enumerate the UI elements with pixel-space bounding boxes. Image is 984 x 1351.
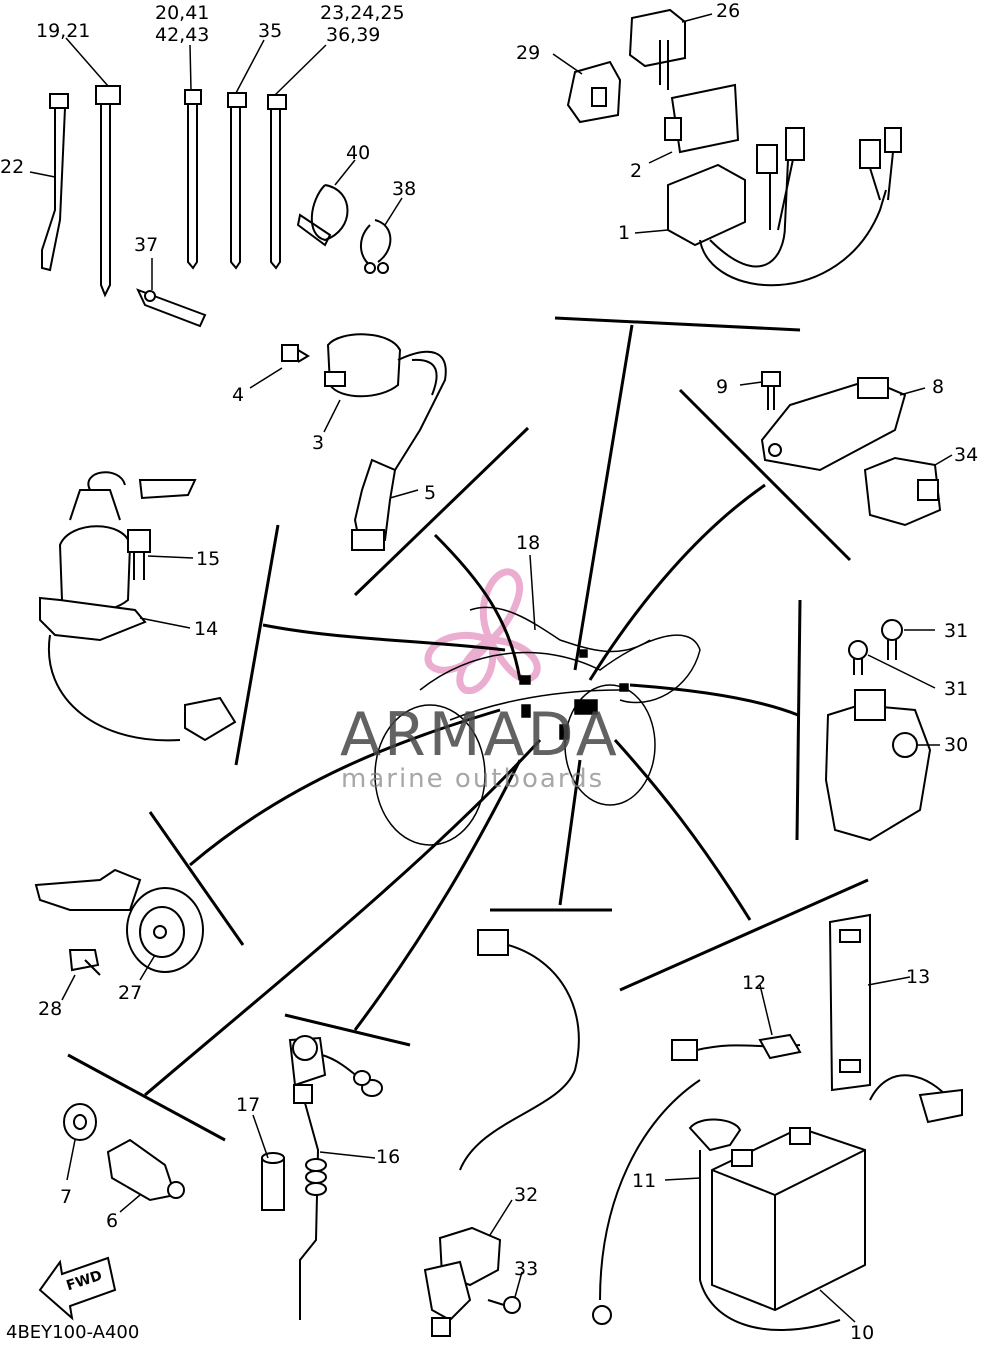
- motorcycle-silhouette: [374, 606, 701, 846]
- band-13-icon: [828, 913, 871, 1092]
- diagram-code: 4BEY100-A400: [6, 1322, 140, 1343]
- lead-wire-icon: [592, 1079, 701, 1325]
- label-9: 9: [716, 376, 729, 398]
- coupler-2-icon: [664, 83, 740, 154]
- clamp-38-icon: [360, 219, 392, 274]
- label-22: 22: [0, 156, 25, 178]
- label-23-24-25: 23,24,25: [320, 2, 405, 24]
- screw-15-icon: [127, 529, 151, 580]
- label-29: 29: [516, 42, 541, 64]
- cable-tie-35-icon: [227, 92, 247, 270]
- label-30: 30: [944, 734, 969, 756]
- label-4: 4: [232, 384, 245, 406]
- switch-16-icon: [288, 1035, 383, 1320]
- watermark-title: ARMADA: [340, 700, 620, 770]
- label-13: 13: [906, 966, 931, 988]
- battery-lead-12-icon: [671, 1033, 802, 1061]
- negative-lead-11-icon: [688, 1118, 841, 1331]
- label-35: 35: [258, 20, 283, 42]
- label-27: 27: [118, 982, 143, 1004]
- label-1: 1: [618, 222, 631, 244]
- washer-7-icon: [63, 1103, 97, 1141]
- watermark-subtitle: marine outboards: [341, 764, 605, 794]
- bolt-28-icon: [68, 949, 101, 976]
- plug-cap-5-icon: [351, 458, 397, 551]
- label-18: 18: [516, 532, 541, 554]
- bolt-9-icon: [761, 371, 781, 410]
- label-38: 38: [392, 178, 417, 200]
- neutral-switch-32-icon: [423, 1226, 502, 1337]
- harness-lines: [67, 316, 869, 1142]
- bolt-4-icon: [281, 344, 310, 363]
- label-31-top: 31: [944, 620, 969, 642]
- label-3: 3: [312, 432, 325, 454]
- fwd-arrow-icon: [38, 1256, 117, 1321]
- label-6: 6: [106, 1210, 119, 1232]
- label-2: 2: [630, 160, 643, 182]
- label-8: 8: [932, 376, 945, 398]
- label-16: 16: [376, 1146, 401, 1168]
- cable-tie-19-21-icon: [95, 85, 121, 298]
- label-40: 40: [346, 142, 371, 164]
- cable-tie-20-41-icon: [184, 89, 202, 270]
- relay-34-icon: [863, 456, 942, 527]
- label-19-21: 19,21: [36, 20, 91, 42]
- screw-31-icon: [848, 619, 903, 675]
- label-14: 14: [194, 618, 219, 640]
- horn-27-icon: [34, 868, 204, 973]
- battery-10-icon: [711, 1074, 963, 1312]
- label-11: 11: [632, 1170, 657, 1192]
- clamp-40-icon: [296, 184, 349, 247]
- cable-tie-22-icon: [41, 93, 69, 272]
- ignition-coil-3-icon: [324, 333, 447, 471]
- label-17: 17: [236, 1094, 261, 1116]
- label-33: 33: [514, 1258, 539, 1280]
- cable-tie-23-39-icon: [267, 94, 287, 270]
- label-42-43: 42,43: [155, 24, 210, 46]
- label-7: 7: [60, 1186, 73, 1208]
- relay-29-icon: [566, 60, 622, 124]
- label-28: 28: [38, 998, 63, 1020]
- label-15: 15: [196, 548, 221, 570]
- label-12: 12: [742, 972, 767, 994]
- label-5: 5: [424, 482, 437, 504]
- main-switch-14-icon: [39, 471, 237, 742]
- label-36-39: 36,39: [326, 24, 381, 46]
- coupler-sensor-icon: [459, 929, 580, 1171]
- label-10: 10: [850, 1322, 875, 1344]
- screw-33-icon: [487, 1296, 521, 1314]
- cdi-unit-1-icon: [667, 127, 902, 287]
- bushing-17-icon: [261, 1152, 285, 1211]
- relay-26-icon: [628, 8, 686, 90]
- label-34: 34: [954, 444, 979, 466]
- label-26: 26: [716, 0, 741, 22]
- label-32: 32: [514, 1184, 539, 1206]
- label-20-41: 20,41: [155, 2, 210, 24]
- callout-leaders: [29, 13, 953, 1323]
- regulator-8-icon: [760, 377, 907, 472]
- label-37: 37: [134, 234, 159, 256]
- tab-37-icon: [136, 288, 207, 328]
- switch-6-icon: [106, 1138, 185, 1202]
- label-31-bottom: 31: [944, 678, 969, 700]
- starter-relay-30-icon: [824, 689, 932, 842]
